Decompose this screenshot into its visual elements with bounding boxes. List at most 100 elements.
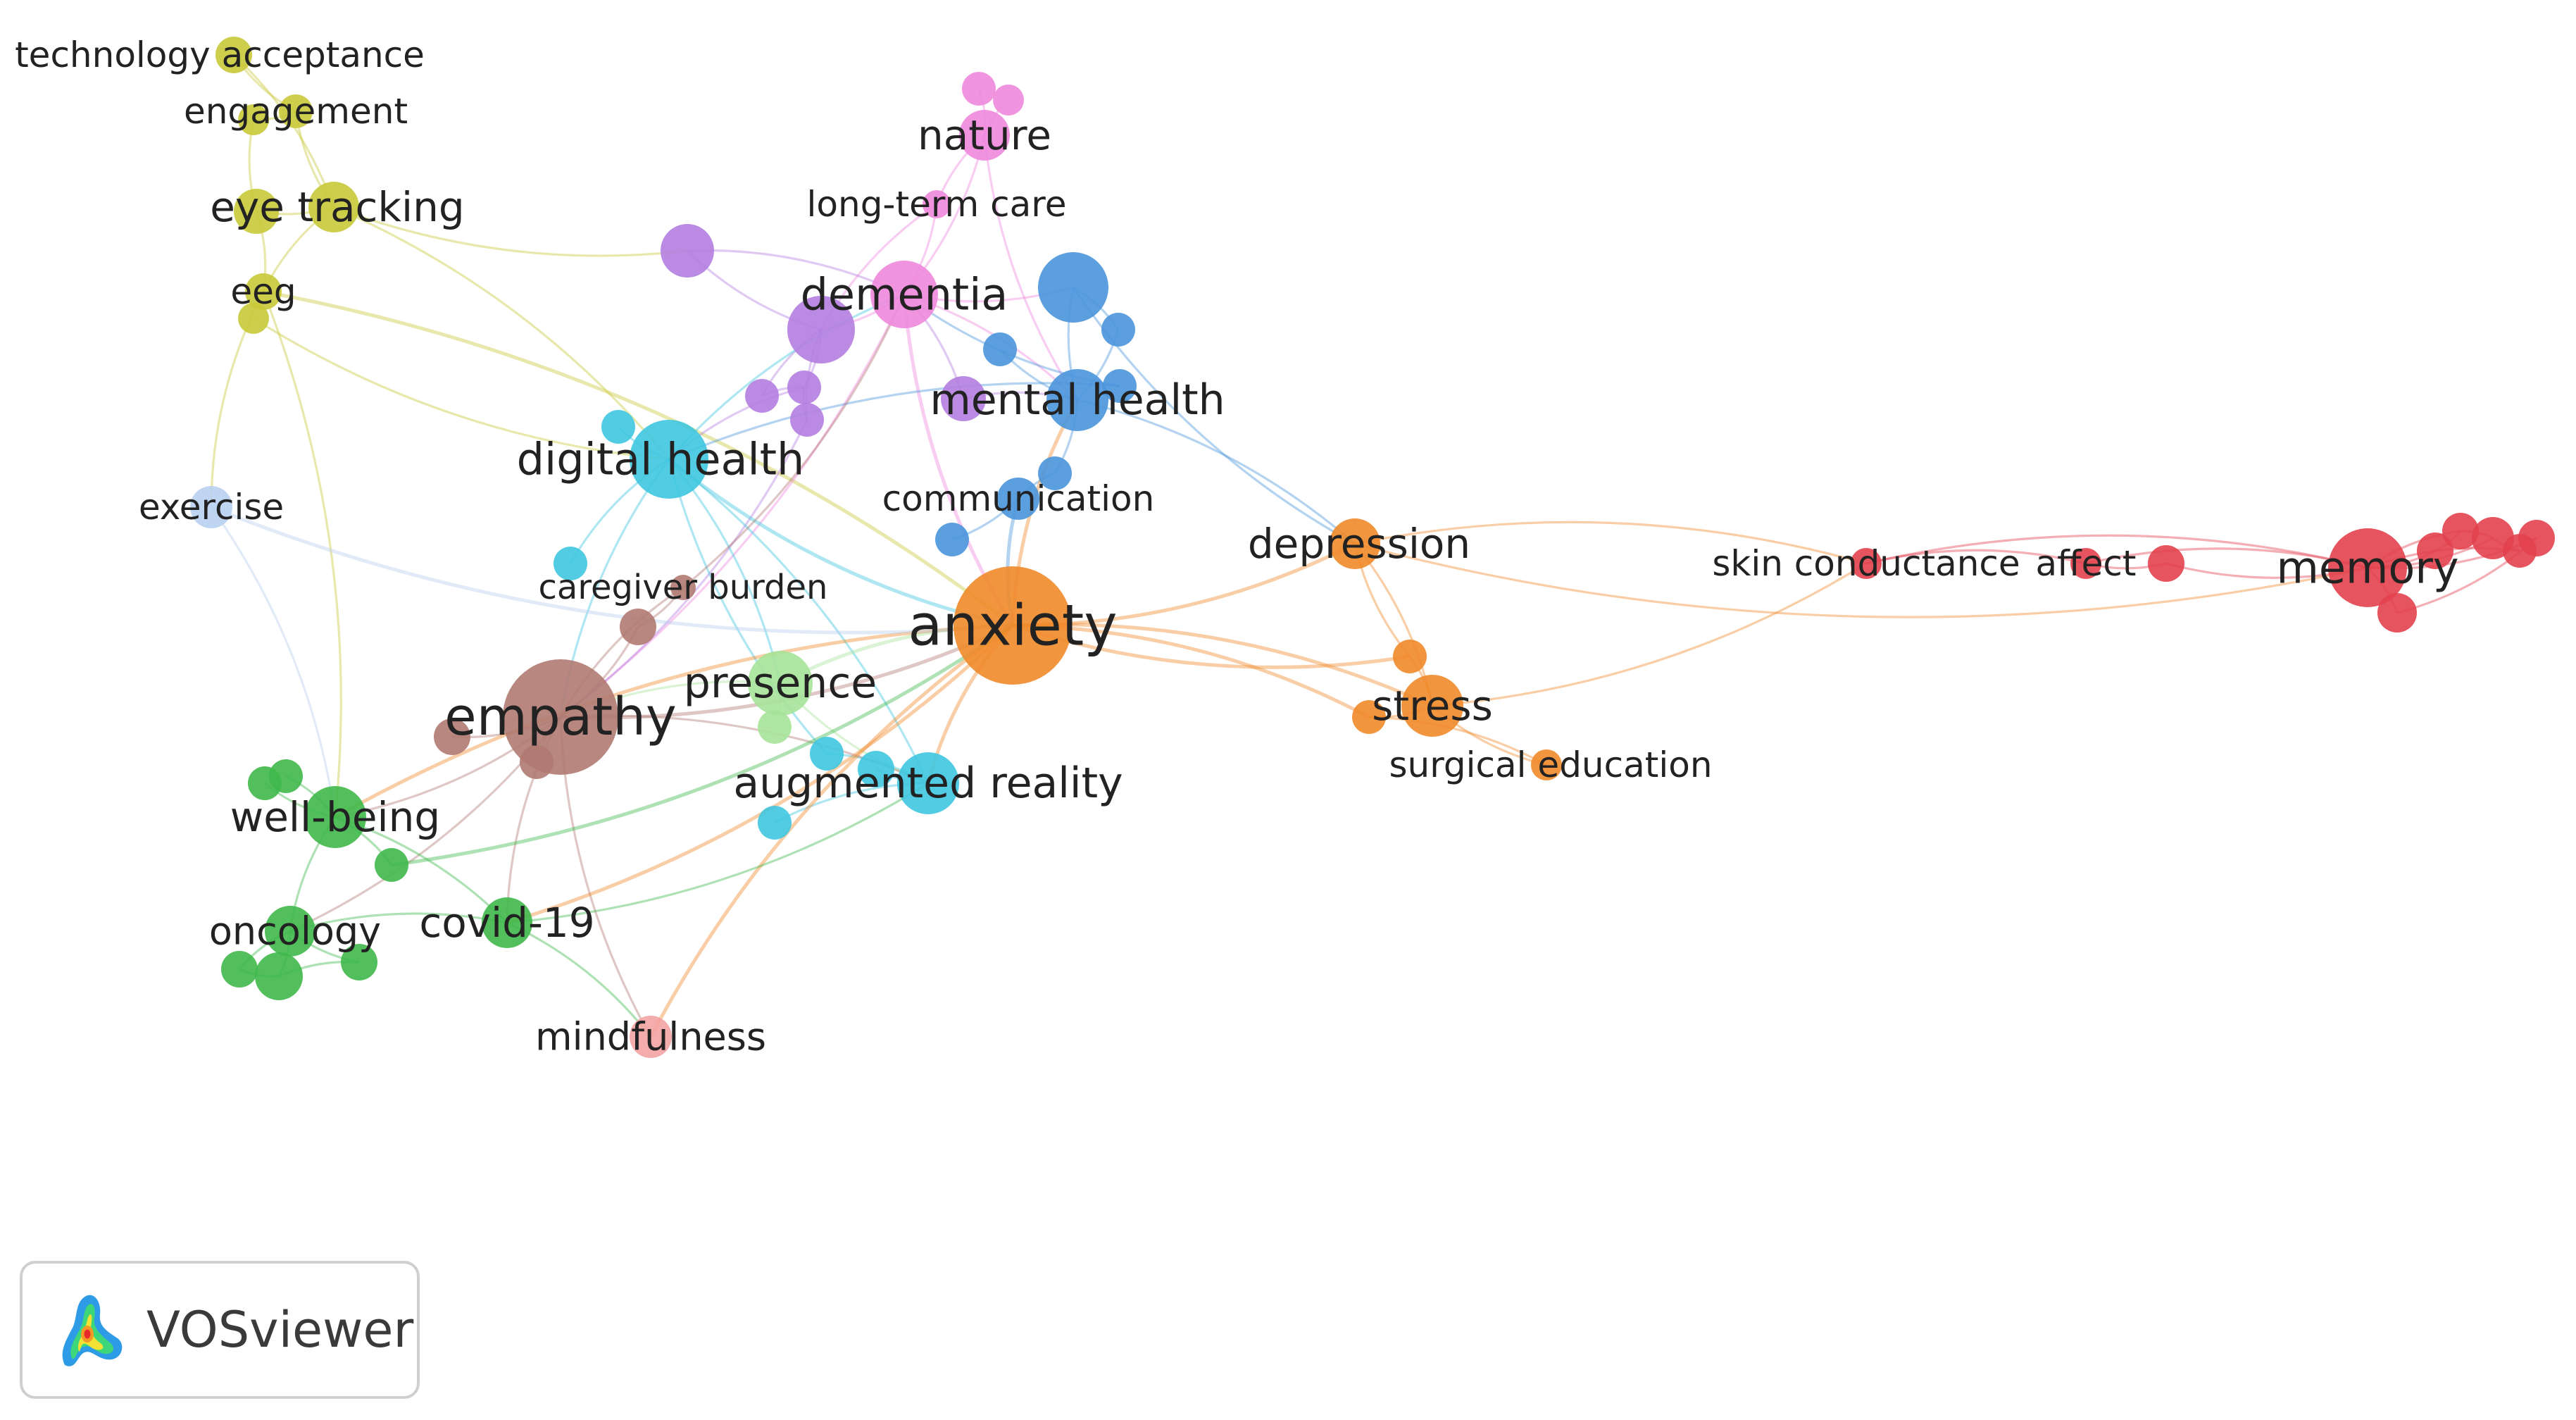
label-anxiety[interactable]: anxiety [908, 593, 1117, 659]
node-g4[interactable] [221, 951, 258, 988]
label-depression[interactable]: depression [1248, 520, 1470, 568]
label-mental-health[interactable]: mental health [930, 375, 1225, 425]
node-mental-health[interactable] [1046, 369, 1108, 431]
edge-digital-health-dementia [668, 293, 905, 461]
edge-anxiety-stress [1012, 623, 1434, 708]
label-digital-health[interactable]: digital health [517, 434, 805, 485]
node-eye-tracking[interactable] [308, 182, 359, 232]
node-pk1[interactable] [962, 72, 996, 106]
node-r3[interactable] [2442, 513, 2479, 549]
node-technology-acceptance[interactable] [215, 37, 252, 73]
node-y2[interactable] [234, 189, 279, 234]
node-g3[interactable] [375, 848, 408, 882]
node-oncology[interactable] [265, 906, 315, 957]
node-long-term-care[interactable] [923, 190, 951, 218]
node-lg1[interactable] [758, 710, 792, 744]
node-engagement[interactable] [279, 94, 313, 128]
node-empathy[interactable] [503, 659, 618, 775]
node-b2[interactable] [1101, 313, 1135, 347]
node-skin-conductance[interactable] [1851, 548, 1882, 579]
label-empathy[interactable]: empathy [444, 687, 677, 747]
node-r1[interactable] [2148, 545, 2184, 582]
node-b3[interactable] [983, 332, 1017, 366]
vosviewer-badge[interactable]: VOSviewer [20, 1261, 420, 1399]
node-y3[interactable] [238, 303, 269, 334]
label-well-being[interactable]: well-being [230, 793, 440, 841]
node-br2[interactable] [434, 718, 470, 755]
label-exercise[interactable]: exercise [139, 487, 284, 528]
label-communication[interactable]: communication [882, 478, 1155, 519]
node-depression[interactable] [1330, 518, 1380, 569]
node-presence[interactable] [748, 651, 813, 716]
edge-anxiety-covid-19 [506, 624, 1014, 925]
label-augmented-reality[interactable]: augmented reality [733, 759, 1123, 808]
label-covid-19[interactable]: covid-19 [419, 899, 594, 947]
label-memory[interactable]: memory [2276, 542, 2458, 594]
node-pk2[interactable] [993, 85, 1024, 116]
node-b5[interactable] [935, 523, 969, 556]
node-p6[interactable] [941, 376, 986, 421]
label-nature[interactable]: nature [918, 111, 1051, 159]
labels-layer: technology acceptance engagement eye track… [15, 35, 2458, 1059]
node-well-being[interactable] [304, 786, 366, 848]
node-g5[interactable] [255, 952, 303, 1000]
label-engagement[interactable]: engagement [184, 91, 408, 132]
label-dementia[interactable]: dementia [801, 269, 1008, 320]
node-memory[interactable] [2328, 528, 2407, 607]
label-surgical-education[interactable]: surgical education [1389, 745, 1712, 785]
edge-depression-skin-conductance [1354, 521, 1867, 565]
node-br1[interactable] [620, 609, 656, 645]
edge-anxiety-mindfulness [649, 623, 1014, 1038]
node-covid-19[interactable] [482, 897, 532, 948]
label-long-term-care[interactable]: long-term care [807, 184, 1067, 225]
node-surgical-education[interactable] [1531, 749, 1562, 780]
node-exercise[interactable] [190, 486, 232, 528]
node-b1[interactable] [1038, 252, 1108, 323]
node-br3[interactable] [520, 745, 554, 779]
label-affect[interactable]: affect [2036, 543, 2137, 584]
node-y1[interactable] [238, 104, 269, 135]
label-skin-conductance[interactable]: skin conductance [1712, 543, 2020, 584]
node-c2[interactable] [554, 547, 587, 580]
node-nature[interactable] [959, 110, 1010, 161]
edge-depression-memory [1354, 542, 2368, 618]
vosviewer-brand-name: VOSviewer [146, 1301, 414, 1359]
node-b4[interactable] [1038, 456, 1072, 490]
node-stress[interactable] [1401, 675, 1463, 737]
label-mindfulness[interactable]: mindfulness [535, 1015, 766, 1059]
node-p5[interactable] [790, 403, 824, 437]
node-eeg[interactable] [245, 273, 282, 310]
node-augmented-reality[interactable] [897, 752, 959, 814]
node-dementia[interactable] [870, 261, 938, 328]
node-c5[interactable] [758, 806, 792, 840]
node-g6[interactable] [341, 944, 377, 980]
node-r2[interactable] [2417, 532, 2453, 569]
label-oncology[interactable]: oncology [209, 909, 381, 954]
edge-skin-conductance-memory [1865, 534, 2368, 569]
node-r6[interactable] [2518, 520, 2555, 556]
node-o1[interactable] [1393, 640, 1427, 673]
label-eeg[interactable]: eeg [230, 271, 296, 312]
node-g2[interactable] [269, 759, 303, 793]
node-c1[interactable] [601, 410, 635, 444]
label-presence[interactable]: presence [684, 659, 877, 708]
node-affect[interactable] [2070, 548, 2101, 579]
label-eye-tracking[interactable]: eye tracking [210, 183, 464, 231]
node-p4[interactable] [787, 370, 821, 404]
label-caregiver-burden[interactable]: caregiver burden [539, 568, 828, 607]
node-b6[interactable] [1103, 369, 1137, 403]
node-p2[interactable] [787, 296, 855, 363]
node-c4[interactable] [858, 751, 894, 787]
label-stress[interactable]: stress [1372, 682, 1493, 730]
node-digital-health[interactable] [630, 420, 708, 499]
node-p1[interactable] [661, 224, 714, 278]
node-o2[interactable] [1352, 700, 1386, 734]
node-communication[interactable] [997, 478, 1039, 520]
node-caregiver-burden[interactable] [670, 575, 696, 600]
node-p3[interactable] [745, 379, 779, 413]
node-c3[interactable] [810, 737, 844, 771]
node-mindfulness[interactable] [630, 1016, 672, 1058]
node-r7[interactable] [2377, 593, 2417, 633]
node-anxiety[interactable] [954, 566, 1072, 685]
label-technology-acceptance[interactable]: technology acceptance [15, 35, 425, 75]
